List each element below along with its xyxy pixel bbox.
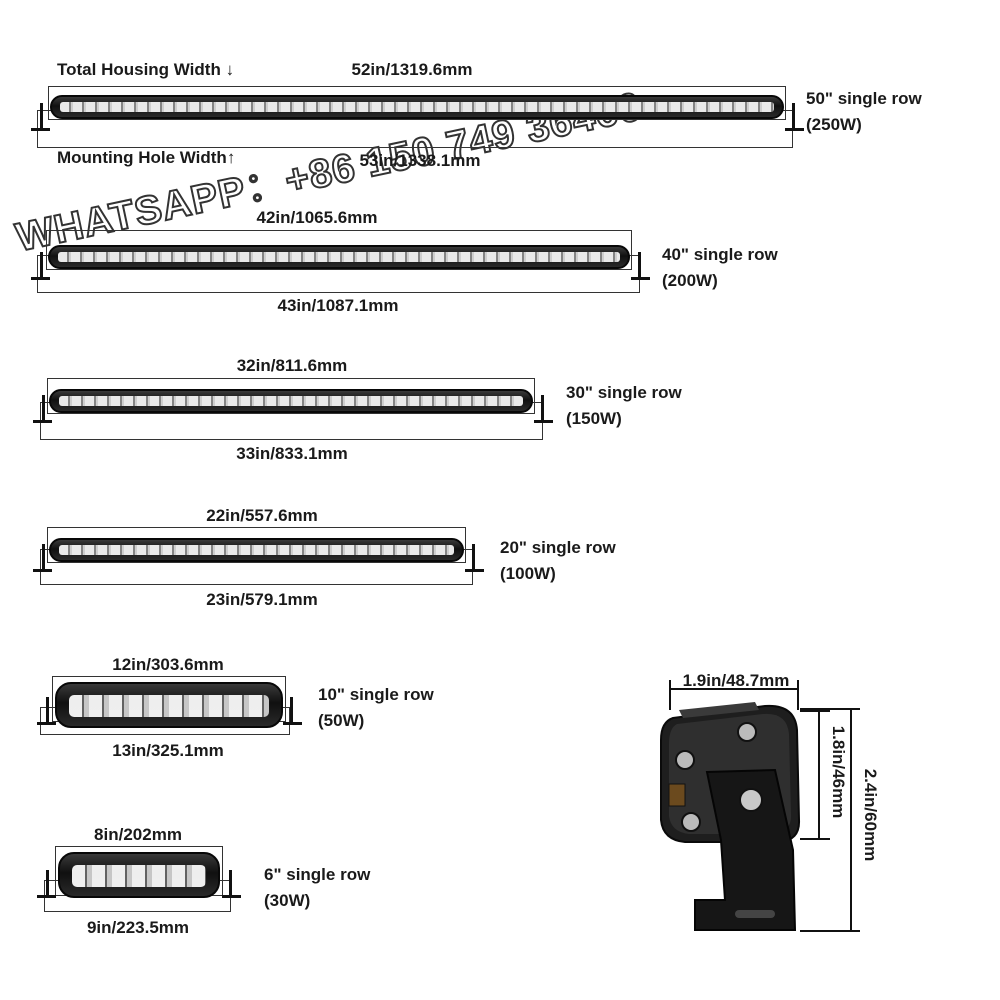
total-height-tick-top [800, 708, 860, 710]
mounting-bracket-left [31, 103, 50, 131]
housing-height-tick-bottom [800, 838, 830, 840]
led-bar-body [49, 538, 464, 562]
mounting-width-label: 9in/223.5mm [86, 918, 190, 937]
housing-dimension-box [47, 378, 535, 414]
mounting-bracket-left [31, 252, 50, 280]
model-label: 6" single row(30W) [264, 865, 371, 910]
mounting-bracket-right [631, 252, 650, 280]
mounting-bracket-right [465, 544, 484, 572]
depth-tick-left [669, 680, 671, 710]
side-profile-drawing [660, 702, 801, 931]
housing-width-label: 12in/303.6mm [112, 655, 224, 674]
mounting-bracket-left [37, 697, 56, 725]
housing-width-legend: Total Housing Width ↓ [57, 60, 235, 79]
mounting-bracket-left [33, 544, 52, 572]
housing-height-tick-top [800, 710, 830, 712]
housing-dimension-box [48, 86, 786, 120]
mounting-bracket-left [37, 870, 56, 898]
depth-dimension-line [669, 688, 799, 690]
housing-dimension-box [46, 230, 632, 270]
housing-width-label: 32in/811.6mm [236, 356, 348, 375]
led-bar-body [55, 682, 283, 728]
housing-width-label: 8in/202mm [94, 825, 182, 844]
housing-height-label: 1.8in/46mm [829, 725, 848, 819]
led-bar-body [48, 245, 630, 269]
mounting-width-label: 33in/833.1mm [236, 444, 348, 463]
total-height-tick-bottom [800, 930, 860, 932]
model-label: 10" single row(50W) [318, 685, 434, 730]
depth-label: 1.9in/48.7mm [682, 671, 790, 690]
housing-height-line [818, 710, 820, 840]
mounting-bracket-right [534, 395, 553, 423]
total-height-label: 2.4in/60mm [861, 768, 880, 862]
mounting-bracket-left [33, 395, 52, 423]
mounting-width-label: 53in/1338.1mm [359, 151, 481, 170]
arrow-down-icon: ↓ [225, 60, 235, 79]
housing-dimension-box [47, 527, 466, 563]
model-label: 50" single row(250W) [806, 89, 922, 134]
housing-width-label: 22in/557.6mm [206, 506, 318, 525]
housing-width-label: 52in/1319.6mm [351, 60, 473, 79]
model-label: 40" single row(200W) [662, 245, 778, 290]
mounting-bracket-right [785, 103, 804, 131]
led-bar-body [49, 389, 533, 413]
arrow-up-icon: ↑ [226, 148, 236, 167]
mounting-bracket-right [283, 697, 302, 725]
total-height-line [850, 708, 852, 932]
model-label: 30" single row(150W) [566, 383, 682, 428]
depth-tick-right [797, 680, 799, 710]
mounting-width-label: 23in/579.1mm [206, 590, 318, 609]
mounting-bracket-right [222, 870, 241, 898]
led-bar-body [58, 852, 220, 898]
mounting-width-label: 13in/325.1mm [112, 741, 224, 760]
mounting-width-legend: Mounting Hole Width↑ [57, 148, 236, 167]
housing-width-label: 42in/1065.6mm [256, 208, 378, 227]
led-bar-body [50, 95, 784, 119]
mounting-width-label: 43in/1087.1mm [277, 296, 399, 315]
model-label: 20" single row(100W) [500, 538, 616, 583]
